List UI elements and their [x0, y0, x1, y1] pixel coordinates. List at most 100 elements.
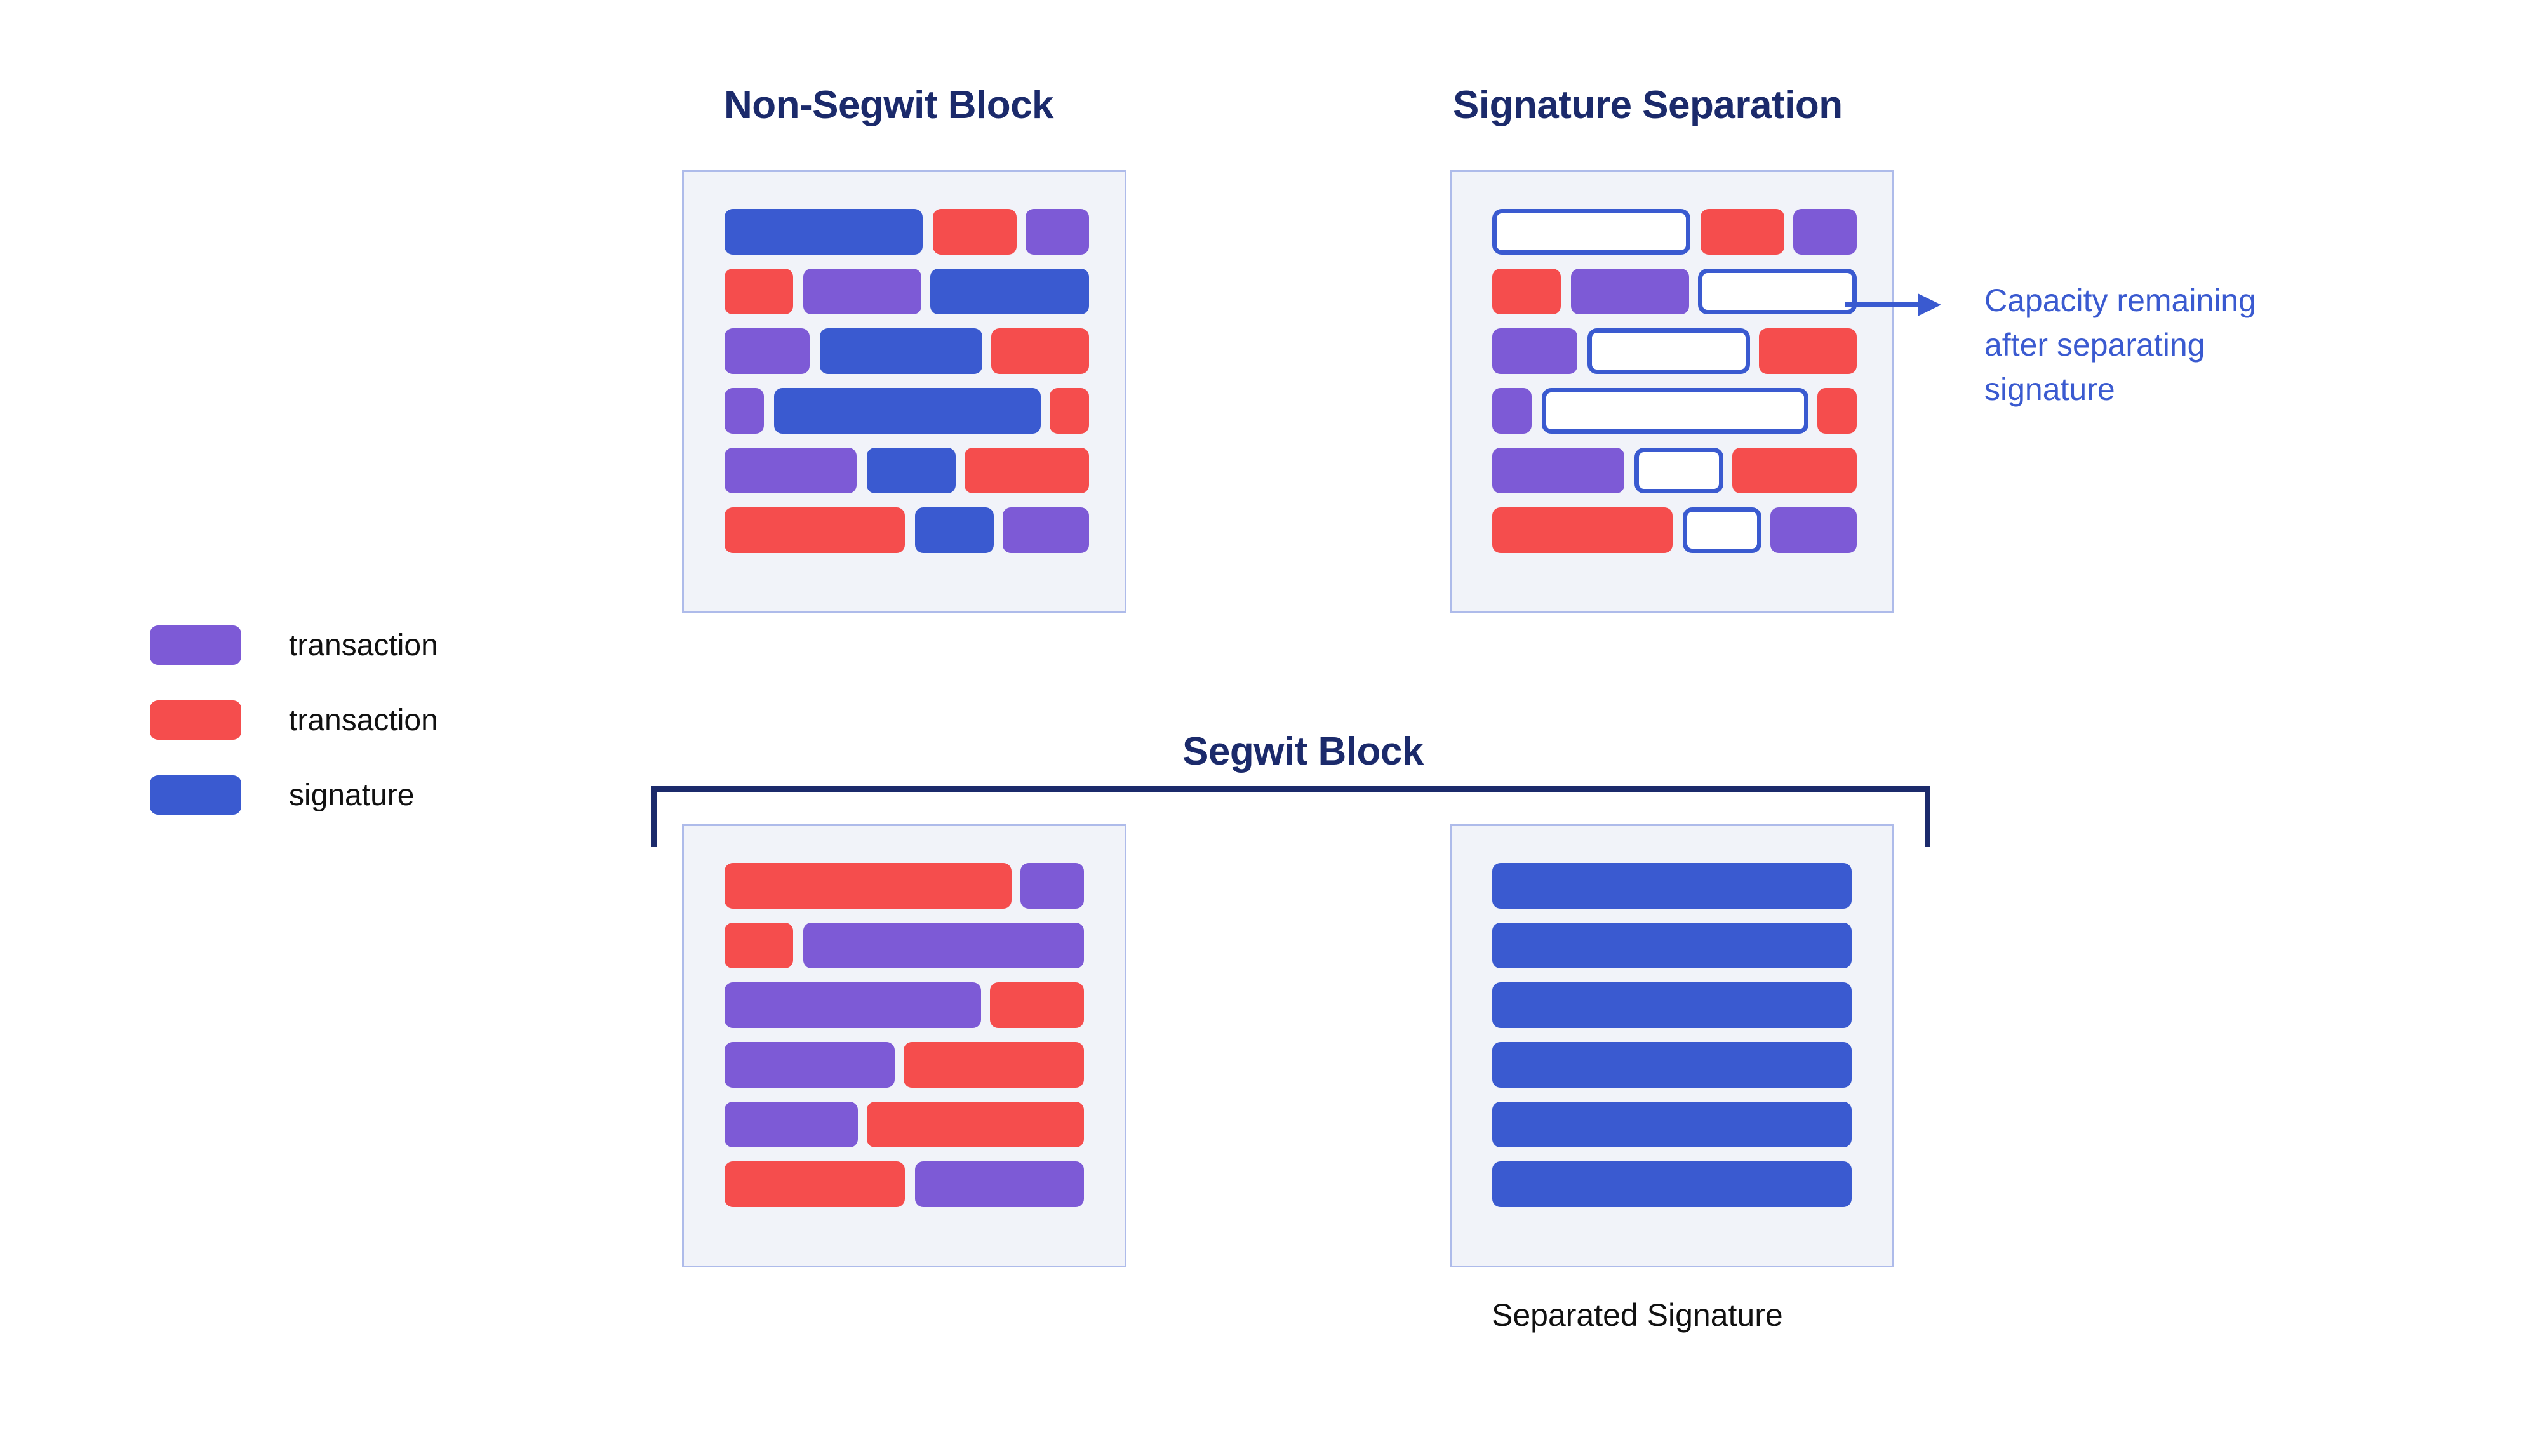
bar-transaction-red: [1492, 269, 1561, 314]
bar-gap: [858, 1102, 867, 1147]
block-row: [725, 982, 1084, 1028]
block-row: [725, 448, 1089, 493]
legend-item-transaction-purple: transaction: [150, 625, 438, 665]
block-row: [1492, 388, 1857, 434]
block-row: [725, 209, 1089, 255]
signature-separation-rows: [1492, 209, 1857, 553]
block-row: [725, 863, 1084, 909]
legend-swatch-blue: [150, 775, 241, 815]
bar-gap: [1750, 328, 1759, 374]
bar-transaction-red: [933, 209, 1017, 255]
bar-signature: [725, 209, 923, 255]
legend-label: signature: [289, 778, 415, 812]
bar-transaction-purple: [725, 982, 981, 1028]
bar-transaction-red: [991, 328, 1089, 374]
bar-signature: [915, 507, 994, 553]
page-title-non-segwit: Non-Segwit Block: [724, 83, 1054, 127]
block-row: [1492, 328, 1857, 374]
bar-signature-empty: [1492, 209, 1690, 255]
bar-gap: [1041, 388, 1050, 434]
bar-gap: [956, 448, 965, 493]
bar-transaction-red: [1050, 388, 1089, 434]
legend-swatch-red: [150, 700, 241, 740]
segwit-rows: [725, 863, 1084, 1207]
bar-transaction-red: [1759, 328, 1857, 374]
block-row: [1492, 1161, 1852, 1207]
bar-transaction-purple: [1793, 209, 1857, 255]
bar-transaction-red: [725, 923, 793, 968]
bar-transaction-purple: [915, 1161, 1084, 1207]
block-row: [1492, 448, 1857, 493]
legend: transaction transaction signature: [150, 625, 438, 815]
separated-signature-rows: [1492, 863, 1852, 1207]
block-row: [725, 328, 1089, 374]
legend-label: transaction: [289, 703, 438, 737]
bar-signature-empty: [1634, 448, 1723, 493]
block-row: [1492, 863, 1852, 909]
bar-transaction-purple: [1026, 209, 1089, 255]
bar-gap: [1761, 507, 1770, 553]
bar-gap: [994, 507, 1003, 553]
bar-transaction-red: [965, 448, 1089, 493]
bar-gap: [982, 328, 991, 374]
block-row: [1492, 923, 1852, 968]
non-segwit-rows: [725, 209, 1089, 553]
segwit-grouping-bracket: [651, 786, 1930, 847]
legend-label: transaction: [289, 628, 438, 662]
bar-signature: [1492, 1161, 1852, 1207]
bar-transaction-red: [725, 507, 905, 553]
bar-signature-empty: [1683, 507, 1761, 553]
bar-gap: [1690, 209, 1701, 255]
panel-signature-separation: [1450, 170, 1894, 613]
bar-transaction-purple: [1492, 328, 1577, 374]
bar-gap: [1017, 209, 1026, 255]
block-row: [725, 923, 1084, 968]
bar-gap: [1577, 328, 1588, 374]
bar-transaction-purple: [1770, 507, 1857, 553]
bar-transaction-purple: [725, 1042, 895, 1088]
block-row: [1492, 209, 1857, 255]
block-row: [725, 1042, 1084, 1088]
panel-non-segwit-block: [682, 170, 1126, 613]
callout-line-1: Capacity remaining: [1984, 283, 2256, 318]
page-title-signature-separation: Signature Separation: [1453, 83, 1843, 127]
bar-transaction-purple: [725, 388, 764, 434]
block-row: [725, 1161, 1084, 1207]
bar-gap: [1561, 269, 1571, 314]
panel-separated-signature: [1450, 824, 1894, 1267]
bar-transaction-purple: [725, 448, 857, 493]
bar-transaction-purple: [1020, 863, 1084, 909]
block-row: [725, 388, 1089, 434]
bar-signature: [1492, 863, 1852, 909]
bar-transaction-red: [1492, 507, 1673, 553]
bar-gap: [1012, 863, 1020, 909]
bar-gap: [857, 448, 867, 493]
bar-gap: [921, 269, 930, 314]
bar-signature-empty: [1542, 388, 1808, 434]
block-row: [1492, 1042, 1852, 1088]
bar-gap: [1532, 388, 1542, 434]
bar-transaction-purple: [1492, 448, 1624, 493]
bar-transaction-purple: [725, 1102, 858, 1147]
bar-transaction-purple: [1003, 507, 1089, 553]
bar-transaction-red: [990, 982, 1084, 1028]
bar-transaction-purple: [803, 923, 1084, 968]
bar-signature-empty: [1588, 328, 1750, 374]
bar-signature: [930, 269, 1089, 314]
bar-transaction-purple: [1571, 269, 1689, 314]
bar-transaction-purple: [1492, 388, 1532, 434]
callout-arrow-icon: [1845, 293, 1941, 316]
page-title-segwit: Segwit Block: [1182, 730, 1424, 773]
bar-signature: [1492, 923, 1852, 968]
bar-signature: [1492, 1102, 1852, 1147]
bar-transaction-red: [867, 1102, 1084, 1147]
bar-transaction-red: [725, 863, 1012, 909]
bar-gap: [1689, 269, 1698, 314]
bar-gap: [1808, 388, 1817, 434]
bar-transaction-red: [1732, 448, 1857, 493]
bar-gap: [923, 209, 933, 255]
bar-signature: [1492, 1042, 1852, 1088]
bar-transaction-purple: [803, 269, 921, 314]
block-row: [1492, 982, 1852, 1028]
bar-signature: [1492, 982, 1852, 1028]
